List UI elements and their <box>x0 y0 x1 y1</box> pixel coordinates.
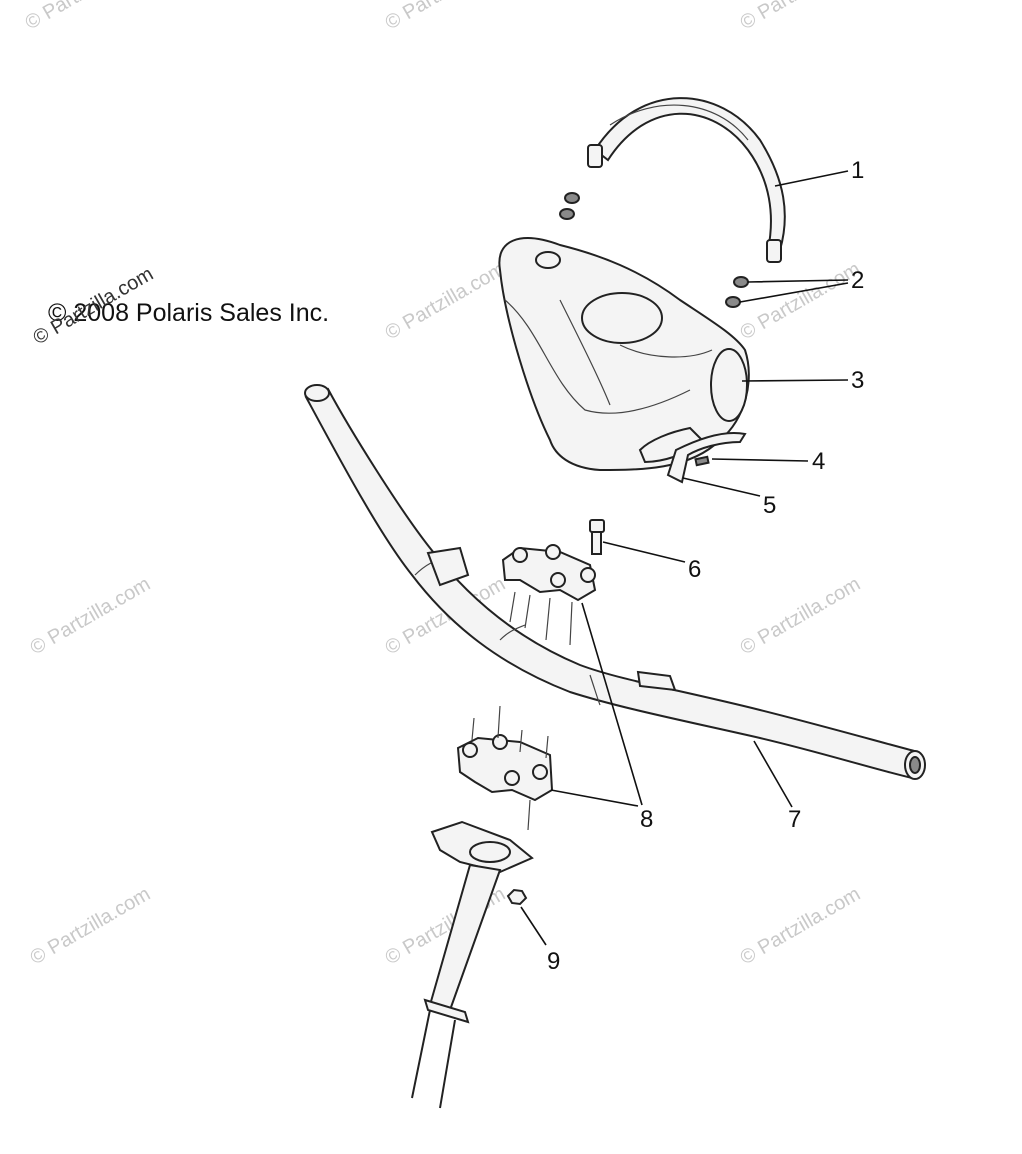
callout-8: 8 <box>640 806 653 833</box>
callout-9: 9 <box>547 948 560 975</box>
part-6-bolt <box>589 519 605 555</box>
callout-4: 4 <box>812 448 825 475</box>
part-5-bracket <box>666 432 747 484</box>
callouts: 1 2 3 4 5 6 7 8 9 <box>547 157 864 975</box>
watermark: © Partzilla.com <box>22 0 150 34</box>
part-8-upper-clamp <box>501 544 597 646</box>
part-7-handlebar <box>304 384 926 780</box>
part-8-lower-clamp <box>456 705 554 831</box>
watermark: © Partzilla.com <box>382 0 510 34</box>
callout-7: 7 <box>788 806 801 833</box>
watermark: © Partzilla.com <box>737 258 865 344</box>
watermark: © Partzilla.com <box>27 573 155 659</box>
callout-2: 2 <box>851 267 864 294</box>
watermark: © Partzilla.com <box>737 883 865 969</box>
callout-3: 3 <box>851 367 864 394</box>
callout-1: 1 <box>851 157 864 184</box>
part-3-handlebar-pad <box>498 237 750 472</box>
watermark: © Partzilla.com <box>737 573 865 659</box>
watermarks: © Partzilla.com © Partzilla.com © Partzi… <box>22 0 865 969</box>
copyright-text: © 2008 Polaris Sales Inc. <box>48 299 329 327</box>
callout-6: 6 <box>688 556 701 583</box>
part-1-cover-strip <box>587 97 786 263</box>
part-2-nuts <box>559 192 749 308</box>
part-4-screw <box>694 455 710 467</box>
watermark: © Partzilla.com <box>27 883 155 969</box>
part-9-nut <box>506 888 528 906</box>
callout-5: 5 <box>763 492 776 519</box>
watermark: © Partzilla.com <box>737 0 865 34</box>
watermark: © Partzilla.com <box>382 258 510 344</box>
leader-lines <box>520 170 849 946</box>
steering-post <box>411 820 534 1109</box>
